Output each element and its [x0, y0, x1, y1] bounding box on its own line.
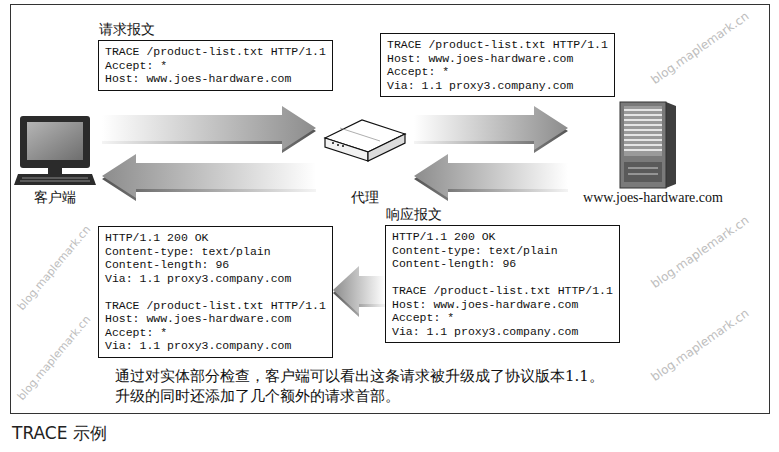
header-line: Via: 1.1 proxy3.company.com: [387, 79, 608, 93]
header-line: Content-length: 96: [105, 258, 326, 272]
header-line: Accept: *: [105, 59, 326, 73]
proxy-icon: [325, 120, 405, 161]
node-label: www.joes-hardware.com: [568, 189, 738, 206]
header-line: Accept: *: [105, 326, 326, 340]
arrow-body: [102, 154, 316, 198]
server-icon: [620, 102, 676, 188]
watermark: blog.maplemark.cn: [648, 9, 751, 87]
header-line: Accept: *: [387, 65, 608, 79]
request-message: 请求报文TRACE /product-list.txt HTTP/1.1Acce…: [98, 40, 333, 91]
header-line: Content-type: text/plain: [105, 245, 326, 259]
header-line: Host: www.joes-hardware.com: [105, 72, 326, 86]
response-message: 响应报文HTTP/1.1 200 OKContent-type: text/pl…: [385, 225, 620, 343]
header-line: Content-length: 96: [392, 257, 613, 271]
header-line: TRACE /product-list.txt HTTP/1.1: [392, 284, 613, 298]
node-label: 代理: [316, 189, 414, 206]
header-line: TRACE /product-list.txt HTTP/1.1: [105, 299, 326, 313]
flow-arrow: [414, 154, 568, 201]
computer-icon: [14, 116, 96, 185]
flow-arrow: [102, 106, 316, 153]
header-line: Host: www.joes-hardware.com: [387, 52, 608, 66]
flow-arrow: [102, 154, 316, 201]
flow-arrow: [333, 266, 385, 317]
watermark: blog.maplemark.cn: [648, 306, 751, 384]
figure-caption: TRACE 示例: [12, 422, 107, 444]
message-heading: 请求报文: [99, 21, 155, 38]
flow-arrow: [414, 106, 568, 153]
arrow-body: [414, 106, 568, 150]
forwarded-request-message: TRACE /product-list.txt HTTP/1.1Host: ww…: [380, 33, 615, 97]
header-line: Via: 1.1 proxy3.company.com: [105, 272, 326, 286]
header-line: Host: www.joes-hardware.com: [105, 312, 326, 326]
returned-response-message: HTTP/1.1 200 OKContent-type: text/plainC…: [98, 226, 333, 358]
figure-frame: 通过对实体部分检查，客户端可以看出这条请求被升级成了协议版本1.1。 升级的同时…: [10, 4, 770, 414]
header-line: Content-type: text/plain: [392, 244, 613, 258]
header-line: Via: 1.1 proxy3.company.com: [392, 325, 613, 339]
watermark: blog.maplemark.cn: [15, 313, 93, 403]
header-line: Host: www.joes-hardware.com: [392, 298, 613, 312]
watermark: blog.maplemark.cn: [15, 223, 93, 313]
watermark: blog.maplemark.cn: [648, 213, 751, 291]
header-line: TRACE /product-list.txt HTTP/1.1: [105, 45, 326, 59]
header-line: TRACE /product-list.txt HTTP/1.1: [387, 38, 608, 52]
client-node: 客户端: [8, 108, 102, 208]
arrow-body: [102, 106, 316, 150]
header-line: Via: 1.1 proxy3.company.com: [105, 339, 326, 353]
header-line: HTTP/1.1 200 OK: [105, 231, 326, 245]
server-node: www.joes-hardware.com: [568, 99, 738, 208]
arrow-body: [414, 154, 568, 198]
header-line: Accept: *: [392, 311, 613, 325]
message-heading: 响应报文: [386, 206, 442, 223]
header-line: HTTP/1.1 200 OK: [392, 230, 613, 244]
node-label: 客户端: [8, 189, 102, 206]
note-text: 通过对实体部分检查，客户端可以看出这条请求被升级成了协议版本1.1。 升级的同时…: [115, 366, 725, 406]
arrow-body: [333, 266, 385, 314]
proxy-node: 代理: [316, 112, 414, 208]
